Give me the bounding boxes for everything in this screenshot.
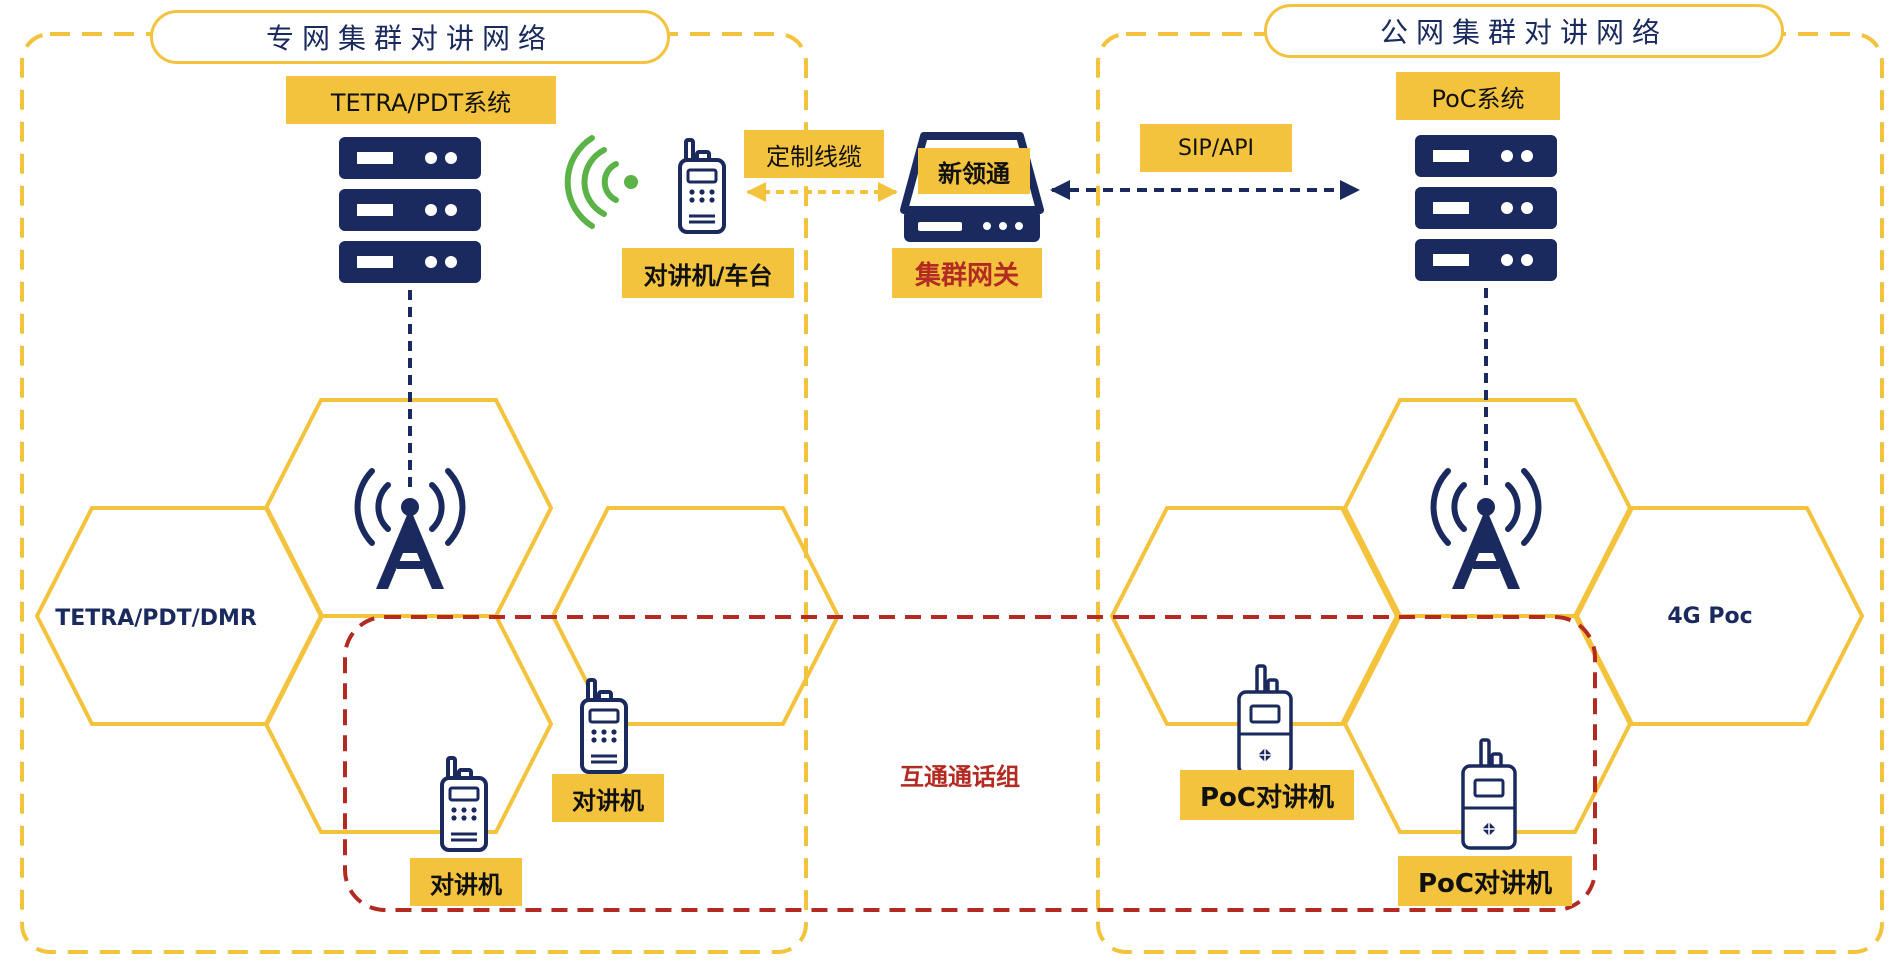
radio-waves-icon [564, 135, 619, 229]
hex-cell [1109, 506, 1400, 726]
walkie-talkie-icon [580, 678, 628, 774]
walkie-talkie-icon [440, 756, 488, 852]
private-system-label: TETRA/PDT系统 [286, 76, 556, 124]
poc-handset-label: PoC对讲机 [1398, 856, 1572, 906]
public-standard-label: 4G Poc [1667, 603, 1753, 629]
radio-waves-source [624, 175, 638, 189]
walkie-talkie-icon [678, 138, 726, 234]
public-system-label: PoC系统 [1396, 72, 1560, 120]
hex-cell [263, 614, 554, 834]
base-station-tower-icon [1434, 471, 1539, 589]
cable-label: 定制线缆 [744, 130, 884, 178]
gateway-name-label: 集群网关 [892, 248, 1042, 298]
radio-label: 对讲机 [552, 774, 664, 822]
radio-label: 对讲机 [410, 858, 522, 906]
server-icon [339, 137, 481, 283]
base-station-tower-icon [358, 471, 463, 589]
private-network-title: 专网集群对讲网络 [150, 10, 670, 64]
vehicle-radio-label: 对讲机/车台 [622, 248, 794, 298]
gateway-device-label: 新领通 [918, 148, 1030, 194]
talk-group-frame [343, 615, 1597, 912]
server-icon [1415, 135, 1557, 281]
interface-label: SIP/API [1140, 124, 1292, 172]
private-standard-label: TETRA/PDT/DMR [55, 605, 257, 631]
poc-handset-icon [1461, 738, 1517, 850]
poc-handset-label: PoC对讲机 [1180, 770, 1354, 820]
public-network-title: 公网集群对讲网络 [1264, 4, 1784, 58]
talk-group-label: 互通通话组 [900, 762, 1020, 791]
poc-handset-icon [1237, 664, 1293, 776]
